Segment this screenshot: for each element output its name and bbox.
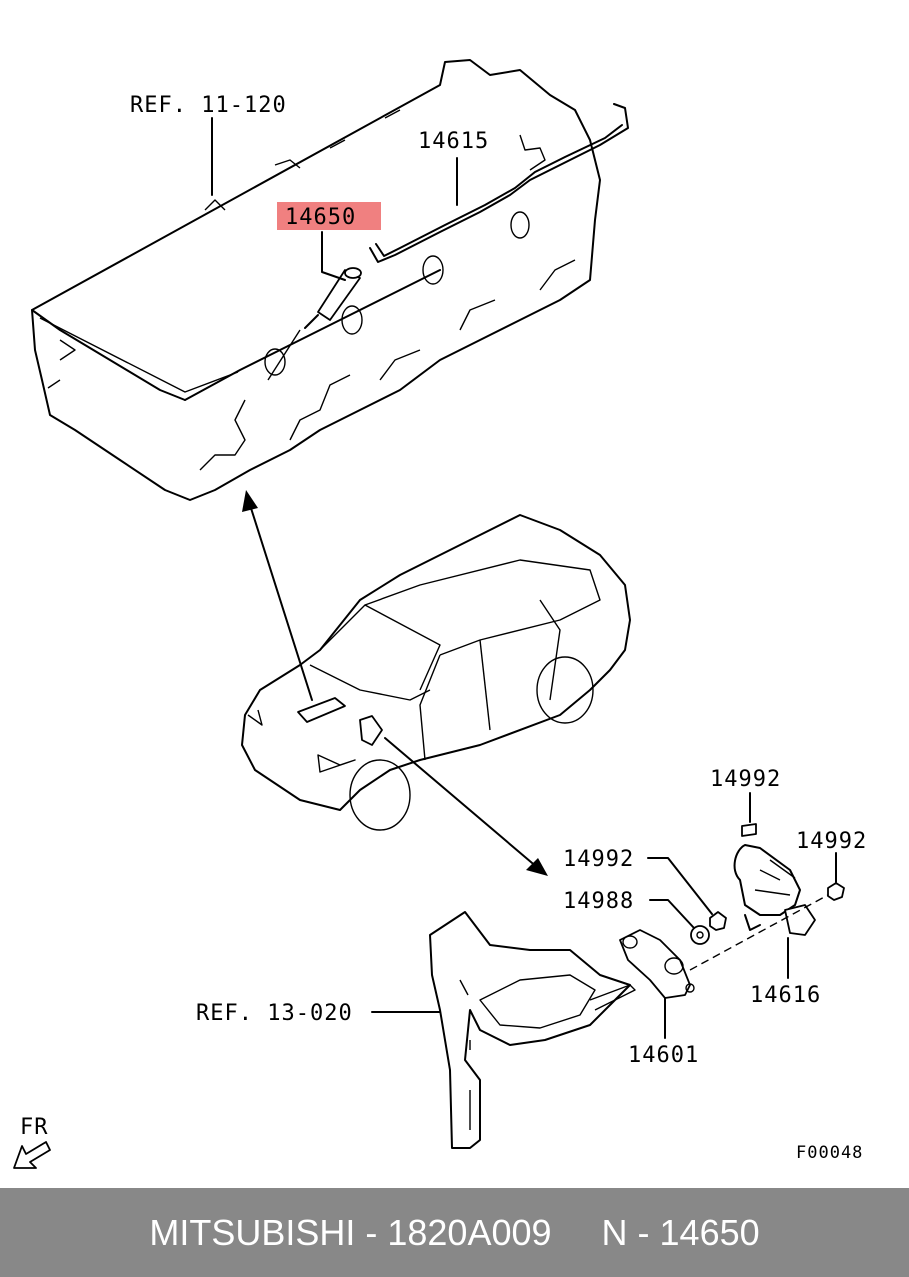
ref-top-label: REF. 11-120: [130, 93, 287, 118]
mounting-bracket: [429, 911, 636, 1149]
part-14601-label: 14601: [628, 1043, 699, 1068]
parts-diagram: REF. 11-120 14615 14650: [13, 59, 867, 1169]
fr-arrow-icon: [13, 1141, 51, 1169]
highlight-14650: [277, 202, 381, 230]
part-number-banner: MITSUBISHI - 1820A009 N - 14650: [0, 1188, 909, 1277]
alignment-line: [689, 894, 829, 971]
nut-14992-a: [709, 911, 727, 931]
part-14650-label: 14650: [285, 205, 356, 230]
leader-14988: [649, 899, 695, 929]
fuel-pipe: [369, 103, 629, 263]
engine-cylinder-head: [31, 59, 601, 501]
part-14992-label-c: 14992: [796, 829, 867, 854]
leader-14650: [321, 231, 346, 281]
vehicle-outline: [241, 514, 631, 831]
arrow-to-engine: [242, 490, 313, 701]
figure-code: F00048: [796, 1143, 863, 1163]
front-direction-indicator: FR: [13, 1115, 51, 1169]
part-14992-label-b: 14992: [710, 767, 781, 792]
banner-text: MITSUBISHI - 1820A009 N - 14650: [149, 1211, 760, 1253]
injector: [267, 267, 362, 381]
part-14992-label-a: 14992: [563, 847, 634, 872]
nut-14992-c: [827, 882, 845, 901]
clip-14992-b: [741, 823, 757, 837]
washer-14988: [690, 925, 710, 945]
part-14616-label: 14616: [750, 983, 821, 1008]
arrow-to-sensor: [384, 737, 548, 876]
sensor-14616: [733, 844, 816, 936]
part-14988-label: 14988: [563, 889, 634, 914]
part-14615-label: 14615: [418, 129, 489, 154]
leader-14992-a: [647, 857, 713, 915]
sensor-bracket-14601: [619, 929, 695, 999]
fr-label: FR: [20, 1115, 49, 1140]
ref-bottom-label: REF. 13-020: [196, 1001, 353, 1026]
